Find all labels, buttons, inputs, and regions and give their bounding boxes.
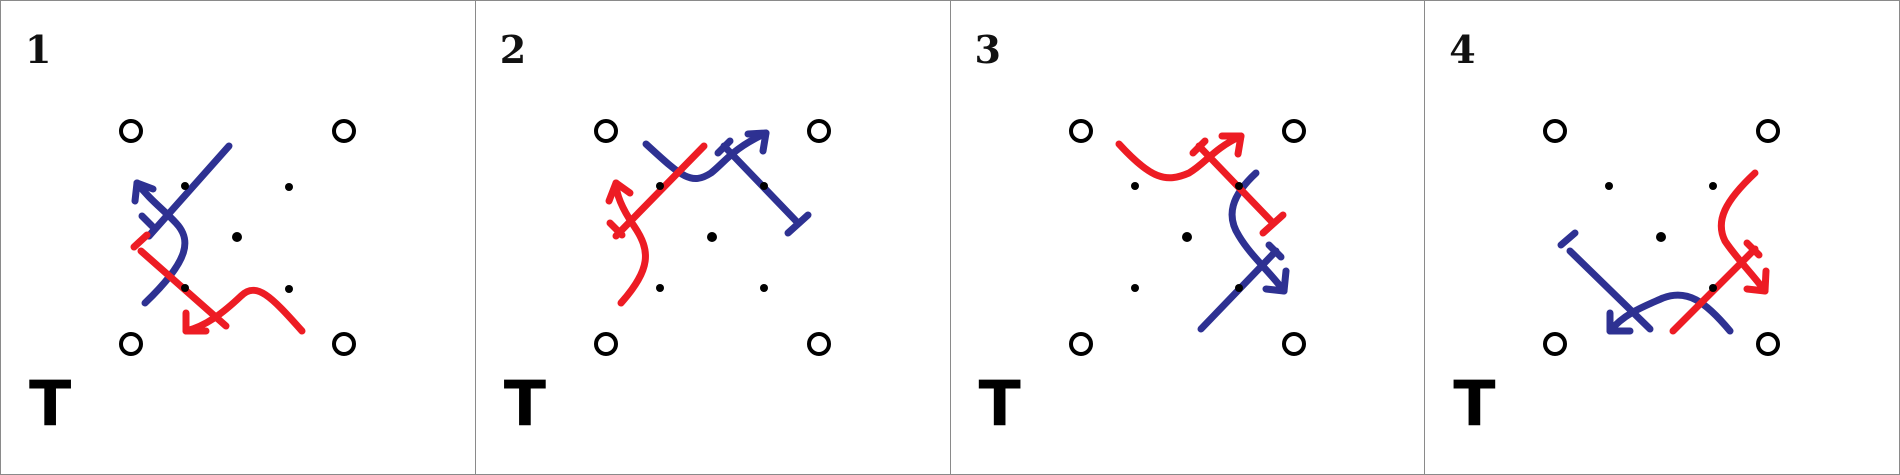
- step-figure: [593, 119, 831, 356]
- step-figure: [1543, 119, 1781, 356]
- step-panel-3: 3 T: [950, 0, 1426, 475]
- step-number: 2: [499, 27, 527, 72]
- grid-dots: [1605, 182, 1718, 242]
- step-panel-4: 4 T: [1425, 0, 1900, 475]
- panel-tag: T: [503, 367, 547, 440]
- panel-tag: T: [29, 367, 72, 440]
- grid-dots: [232, 183, 293, 293]
- step-number: 4: [1449, 27, 1476, 72]
- corner-rings: [1543, 119, 1781, 356]
- red-strand: [1669, 169, 1770, 335]
- step-number: 1: [25, 27, 52, 72]
- red-strand: [605, 142, 708, 307]
- panel-tag: T: [1453, 367, 1496, 440]
- grid-dots: [655, 232, 768, 292]
- step-figure: [1068, 119, 1306, 356]
- corner-rings: [593, 119, 831, 356]
- blue-strand: [1557, 229, 1734, 335]
- blue-strand: [131, 142, 233, 307]
- red-strand: [1115, 132, 1286, 237]
- red-strand: [130, 231, 306, 335]
- step-figure: [119, 119, 356, 356]
- grid-dots: [1130, 182, 1192, 292]
- corner-rings: [1068, 119, 1306, 356]
- step-number: 3: [974, 27, 1001, 72]
- panel-tag: T: [978, 367, 1021, 440]
- step-panel-2: 2 T: [475, 0, 951, 475]
- step-panel-1: 1: [0, 0, 476, 475]
- corner-rings: [119, 119, 356, 356]
